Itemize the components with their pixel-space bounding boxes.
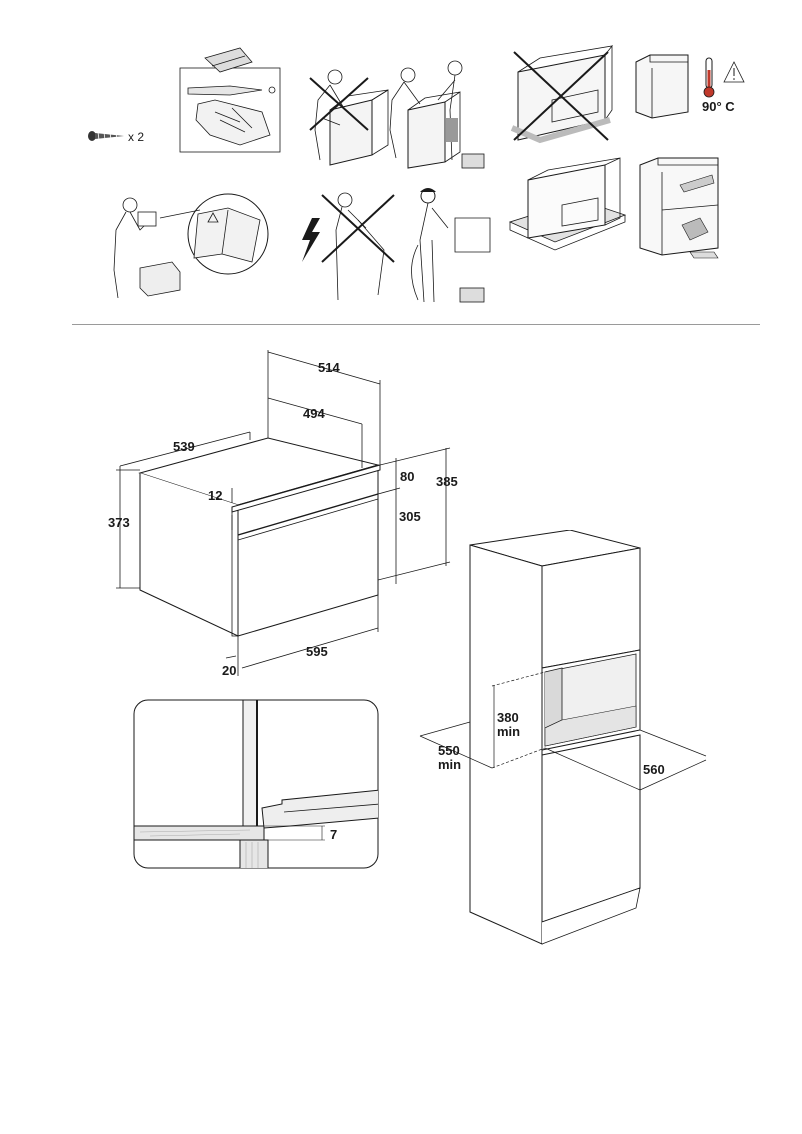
pictogram-panel: x 2 90° C xyxy=(0,0,802,330)
single-person-lift-icon xyxy=(309,69,389,166)
cabinet-width: 560 xyxy=(643,762,665,777)
cabinet-install-icon xyxy=(639,157,719,259)
dim-494: 494 xyxy=(303,406,325,421)
oven-no-handle-lift-icon xyxy=(510,44,613,144)
cabinet-diagram: 380 min 550 min 560 xyxy=(400,530,802,950)
temperature-label: 90° C xyxy=(702,99,735,114)
read-manual-icon xyxy=(113,193,269,299)
screw-quantity: x 2 xyxy=(128,130,145,144)
niche-height-unit: min xyxy=(497,724,521,739)
cabinet-depth-unit: min xyxy=(438,757,462,772)
section-divider xyxy=(72,324,760,325)
dim-595: 595 xyxy=(306,644,328,659)
two-person-lift-icon xyxy=(389,60,485,169)
dim-305: 305 xyxy=(399,509,421,524)
dim-373: 373 xyxy=(108,515,130,530)
dim-539: 539 xyxy=(173,439,195,454)
oven-body xyxy=(138,437,381,637)
screw-icon xyxy=(88,131,124,141)
oven-dimension-diagram: 514 494 539 80 385 12 305 373 20 595 xyxy=(0,330,802,690)
dim-80: 80 xyxy=(400,469,415,484)
cabinet-heat-icon xyxy=(635,54,745,119)
niche-height: 380 xyxy=(497,710,519,725)
dim-385: 385 xyxy=(436,474,458,489)
dimension-lines xyxy=(116,350,451,676)
tools-icon xyxy=(179,47,281,153)
dim-7: 7 xyxy=(330,827,338,842)
installation-detail: 7 xyxy=(0,690,420,880)
electrical-warning-icon xyxy=(302,188,491,303)
dim-20: 20 xyxy=(222,663,237,678)
dim-514: 514 xyxy=(318,360,340,375)
oven-on-base-icon xyxy=(508,157,627,251)
cabinet-depth: 550 xyxy=(438,743,460,758)
dim-12: 12 xyxy=(208,488,223,503)
